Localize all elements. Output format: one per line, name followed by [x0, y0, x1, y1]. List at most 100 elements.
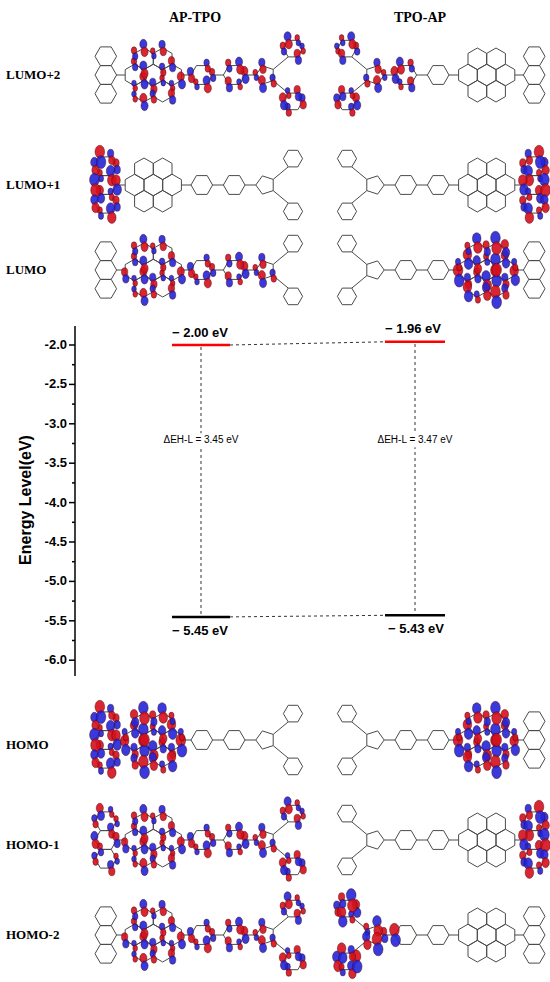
- ring-bond: [523, 907, 545, 926]
- orbital-lobe: [475, 766, 480, 773]
- ring-bond: [487, 845, 506, 867]
- ring-bond: [395, 261, 417, 280]
- ring-bond: [256, 731, 273, 749]
- orbital-lobe: [123, 940, 129, 949]
- orbital-lobe: [227, 830, 233, 837]
- orbital-lobes: [121, 892, 306, 977]
- ring-bond: [223, 176, 245, 195]
- orbital-lobe: [254, 839, 259, 845]
- ring-bond: [95, 926, 117, 945]
- tick-label: -3.5: [45, 456, 67, 471]
- molecule-skeleton: [337, 150, 545, 219]
- ring-bond: [395, 831, 417, 850]
- single-bond: [384, 270, 395, 271]
- molecule-orbitals: [90, 32, 550, 979]
- ring-bond: [468, 813, 487, 835]
- orbital-lobe: [98, 849, 104, 856]
- orbital-lobe: [527, 849, 532, 856]
- orbital-lobe: [160, 69, 166, 76]
- axis-tick: [69, 384, 75, 386]
- orbital-lobe: [188, 934, 194, 943]
- single-bond: [449, 75, 459, 76]
- molecule-orbital: [95, 32, 306, 117]
- molecule-orbital: [95, 892, 306, 977]
- ring-bond: [223, 831, 245, 850]
- single-bond: [245, 185, 256, 186]
- ring-bond: [223, 731, 245, 750]
- single-bond: [384, 840, 395, 841]
- orbital-lobe: [349, 952, 355, 961]
- orbital-lobe: [260, 830, 266, 839]
- energy-value: − 1.96 eV: [385, 322, 441, 337]
- orbital-lobe: [259, 278, 266, 288]
- single-bond: [273, 722, 288, 734]
- ring-bond: [523, 944, 545, 963]
- ring-bond: [256, 176, 273, 194]
- axis-tick: [69, 423, 75, 425]
- orbital-lobe: [280, 865, 287, 875]
- orbital-lobe: [178, 274, 185, 284]
- orbital-lobe: [141, 844, 148, 854]
- ring-bond: [153, 190, 172, 212]
- ring-bond: [367, 176, 384, 194]
- molecule-orbital: [90, 145, 303, 223]
- orbital-lobe: [254, 74, 259, 80]
- orbital-lobe: [107, 767, 116, 778]
- single-bond: [417, 740, 428, 741]
- orbital-lobe: [92, 758, 99, 768]
- lumo-link-line: [230, 342, 385, 345]
- orbital-lobe: [286, 857, 291, 863]
- orbital-lobe: [535, 811, 545, 824]
- ring-bond: [337, 288, 356, 305]
- ring-bond: [468, 190, 487, 212]
- orbital-lobe: [296, 40, 301, 46]
- ring-bond: [523, 712, 545, 731]
- orbital-lobe: [161, 940, 166, 946]
- orbital-lobe: [295, 92, 301, 101]
- energy-axis: [69, 326, 75, 676]
- orbital-lobe: [133, 861, 138, 867]
- single-bond: [273, 167, 288, 179]
- single-bond: [245, 740, 256, 741]
- molecule-skeleton: [95, 40, 303, 109]
- orbital-lobe: [226, 944, 232, 953]
- orbital-lobe: [296, 900, 301, 906]
- molecule-orbital: [95, 234, 303, 305]
- orbital-lobe: [170, 718, 175, 725]
- ring-bond: [468, 48, 487, 70]
- orbital-lobe: [340, 92, 346, 101]
- molecule-skeleton: [95, 900, 303, 969]
- orbital-lobe: [160, 812, 166, 821]
- orbital-lobe: [150, 761, 157, 771]
- orbital-lobes: [90, 700, 187, 778]
- orbital-lobe: [141, 69, 148, 79]
- orbital-lobe: [301, 48, 306, 54]
- orbital-lobe: [161, 80, 166, 86]
- orbital-lobe: [237, 65, 244, 75]
- orbital-lobe: [300, 101, 306, 110]
- orbital-lobe: [526, 156, 532, 165]
- single-bond: [384, 185, 395, 186]
- orbital-lobe: [457, 734, 462, 741]
- minor-tick: [72, 482, 75, 484]
- orbital-lobes: [518, 145, 550, 223]
- orbital-lobes: [518, 800, 550, 878]
- single-bond: [273, 252, 288, 264]
- orbital-lobe: [160, 734, 167, 744]
- single-bond: [352, 722, 367, 734]
- ring-bond: [367, 731, 384, 749]
- molecule-skeleton: [95, 805, 303, 874]
- energy-value: − 5.45 eV: [172, 624, 228, 639]
- orbital-lobe: [195, 84, 200, 90]
- orbital-lobe: [132, 923, 138, 930]
- orbital-lobe: [141, 812, 148, 822]
- ring-bond: [337, 40, 356, 57]
- orbital-lobe: [295, 857, 301, 866]
- y-axis-line: [74, 326, 76, 676]
- orbital-lobe: [140, 766, 150, 779]
- orbital-lobe: [227, 260, 233, 267]
- orbital-lobe: [238, 84, 243, 90]
- orbital-lobe: [511, 744, 520, 755]
- molecule-orbital: [334, 32, 545, 117]
- ring-bond: [95, 261, 117, 280]
